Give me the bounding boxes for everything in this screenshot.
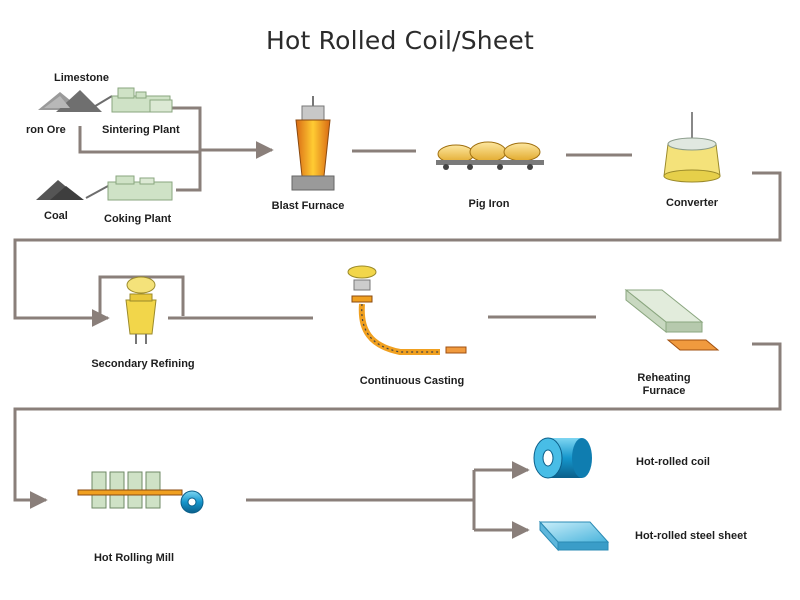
limestone-pile-icon bbox=[38, 90, 102, 112]
secondary-refining-icon bbox=[125, 276, 157, 344]
coking-conveyor-icon bbox=[85, 185, 109, 199]
label-pig-iron: Pig Iron bbox=[468, 198, 510, 210]
label-limestone: Limestone bbox=[54, 72, 110, 84]
label-sintering-plant: Sintering Plant bbox=[102, 124, 180, 136]
connector-converter-return bbox=[13, 171, 782, 327]
connector-lines bbox=[13, 106, 782, 539]
connector-iron-ore bbox=[78, 126, 200, 154]
label-converter: Converter bbox=[666, 197, 718, 209]
label-iron-ore: ron Ore bbox=[26, 124, 66, 136]
sintering-plant-icon bbox=[111, 87, 173, 113]
label-secondary-refining: Secondary Refining bbox=[91, 358, 195, 370]
connector-reheating-return bbox=[13, 342, 782, 509]
label-coking-plant: Coking Plant bbox=[104, 213, 172, 225]
connector-sinter-out bbox=[172, 106, 202, 192]
continuous-casting-icon bbox=[347, 265, 467, 355]
pig-iron-train-icon bbox=[436, 141, 544, 170]
label-coal: Coal bbox=[44, 210, 68, 222]
label-hot-rolled-coil: Hot-rolled coil bbox=[636, 456, 710, 468]
hot-rolled-steel-sheet-icon bbox=[538, 520, 610, 552]
diagram-title: Hot Rolled Coil/Sheet bbox=[265, 26, 535, 55]
conveyor-icon bbox=[91, 95, 113, 109]
blast-furnace-icon bbox=[291, 96, 335, 191]
label-reheating-furnace: Reheating Furnace bbox=[624, 372, 704, 398]
label-hot-rolling-mill: Hot Rolling Mill bbox=[93, 552, 175, 564]
label-blast-furnace: Blast Furnace bbox=[271, 200, 345, 212]
coal-pile-icon bbox=[36, 180, 84, 200]
label-continuous-casting: Continuous Casting bbox=[359, 375, 465, 387]
label-furnace: Furnace bbox=[642, 385, 686, 397]
reheating-furnace-icon bbox=[624, 288, 720, 351]
coking-plant-icon bbox=[107, 175, 173, 201]
label-reheating: Reheating bbox=[637, 372, 691, 384]
label-hot-rolled-steel-sheet: Hot-rolled steel sheet bbox=[635, 530, 747, 542]
converter-icon bbox=[663, 112, 721, 183]
hot-rolling-mill-icon bbox=[77, 471, 204, 514]
hot-rolled-coil-icon bbox=[533, 437, 592, 479]
